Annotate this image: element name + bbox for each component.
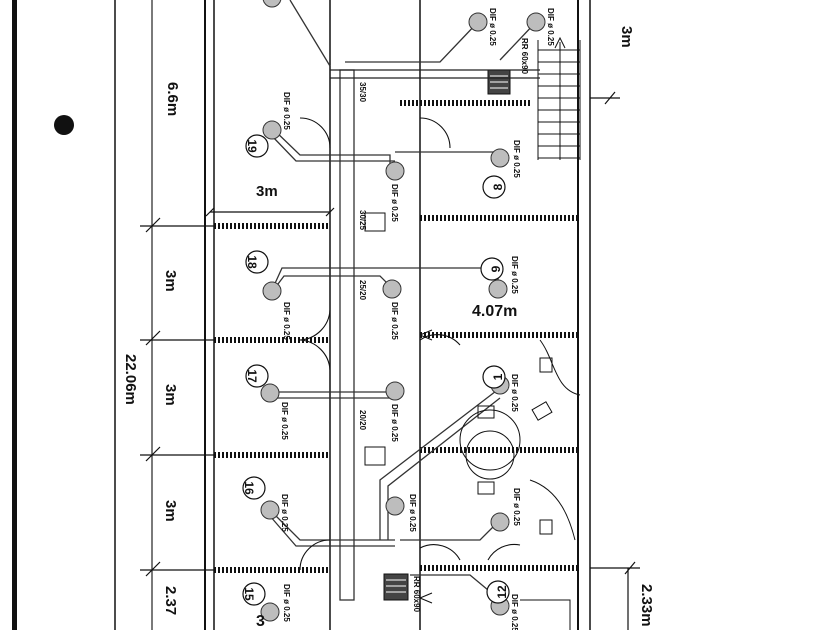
dif-label-2: DIF ø 0.25: [488, 8, 497, 46]
dimension-ticks-left: [140, 207, 335, 577]
dif-label-8: DIF ø 0.25: [510, 256, 519, 294]
room-17: 17: [245, 369, 259, 383]
duct-size-20-20: 20/20: [358, 410, 367, 431]
room-10: 1: [491, 373, 505, 380]
duct-size-30-25: 30/25: [358, 210, 367, 231]
staircase: [537, 36, 581, 160]
room-19: 19: [245, 139, 259, 153]
dif-label-16: DIF ø 0.25: [510, 594, 519, 630]
dif-label-9: DIF ø 0.25: [280, 402, 289, 440]
dim-left-top: 6.6m: [164, 82, 181, 116]
dim-room-15: 2.37: [162, 586, 179, 615]
arrows: [419, 329, 433, 604]
dif-label-14: DIF ø 0.25: [512, 488, 521, 526]
dif-label-12: DIF ø 0.25: [280, 494, 289, 532]
room-12: 12: [495, 585, 509, 599]
page-edge: [12, 0, 17, 630]
dif-label-7: DIF ø 0.25: [390, 302, 399, 340]
room-9: 9: [489, 265, 503, 272]
dif-label-13: DIF ø 0.25: [408, 494, 417, 532]
return-grille-bottom: [383, 573, 409, 601]
dimension-ticks-right: [590, 91, 640, 630]
doors: [299, 117, 521, 571]
room-number-markers: [242, 134, 510, 606]
diffusers: [260, 0, 546, 622]
dif-label-10: DIF ø 0.25: [390, 404, 399, 442]
binder-hole-top: [54, 115, 74, 135]
duct-size-25-20: 25/20: [358, 280, 367, 301]
dim-room-16: 3m: [162, 500, 179, 522]
dim-top-right: 3m: [618, 26, 635, 48]
dif-label-4: DIF ø 0.25: [390, 184, 399, 222]
dif-label-6: DIF ø 0.25: [282, 302, 291, 340]
room-18: 18: [245, 255, 259, 269]
dif-label-3: DIF ø 0.25: [546, 8, 555, 46]
dim-room-18: 3m: [162, 270, 179, 292]
dim-room-17: 3m: [162, 384, 179, 406]
binder-hole-bottom: [44, 420, 64, 430]
room-16: 16: [242, 481, 256, 495]
rr-label-top: RR 60x90: [520, 38, 529, 75]
dim-right-bottom: 2.33m: [638, 584, 655, 627]
room-8: 8: [491, 183, 505, 190]
duct-size-35-30: 35/30: [358, 82, 367, 103]
supply-duct-trunk: [330, 69, 540, 601]
room-15: 15: [242, 587, 256, 601]
dif-label-5: DIF ø 0.25: [512, 140, 521, 178]
dim-total: 22.06m: [122, 354, 139, 405]
dif-label-11: DIF ø 0.25: [510, 374, 519, 412]
furniture: [364, 212, 581, 630]
dif-label-15: DIF ø 0.25: [282, 584, 291, 622]
dim-right-mid: 4.07m: [472, 303, 517, 320]
partial-label-3: 3: [256, 613, 265, 630]
dif-label-1: DIF ø 0.25: [282, 92, 291, 130]
rr-label-bottom: RR 60x90: [412, 576, 421, 613]
dim-corridor-width: 3m: [256, 183, 278, 200]
